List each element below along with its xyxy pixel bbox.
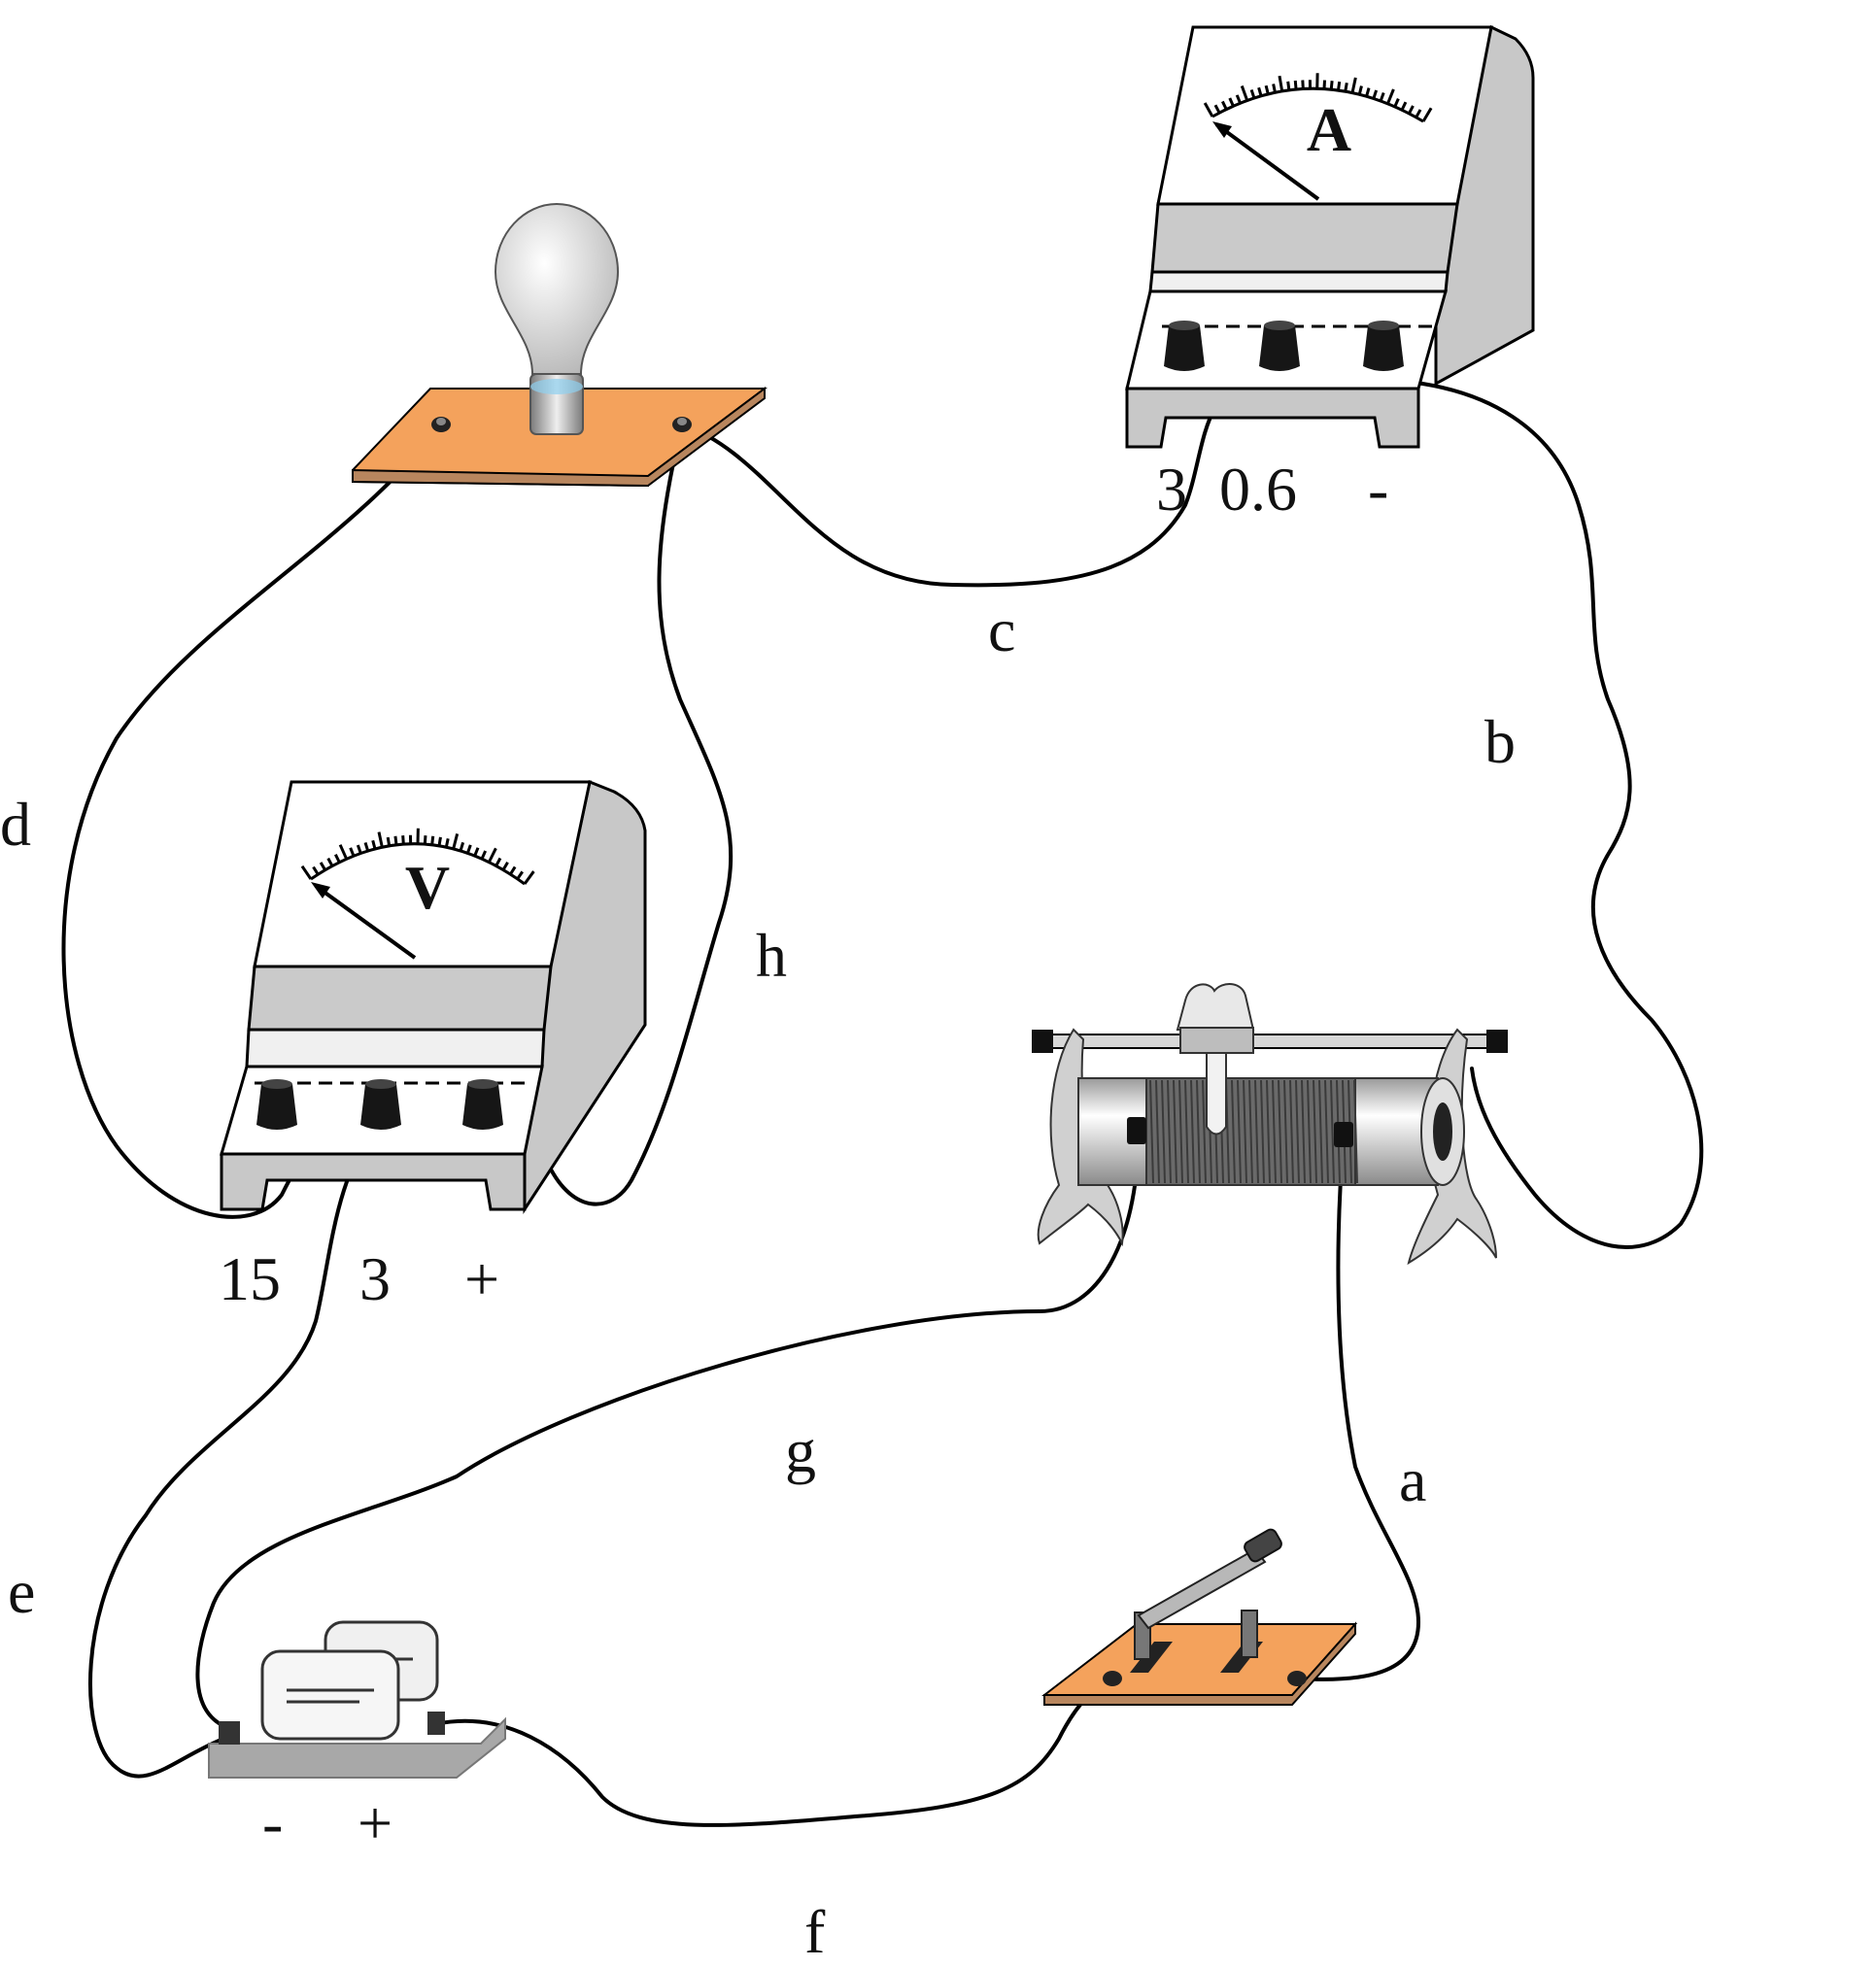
voltmeter-panel [247, 965, 553, 1032]
ammeter-knob-3[interactable] [1164, 321, 1205, 371]
lamp-terminal-right[interactable] [672, 417, 692, 432]
lamp-terminal-left[interactable] [431, 417, 451, 432]
wire-label-g: g [785, 1416, 816, 1485]
switch-lever[interactable] [1137, 1547, 1267, 1630]
wire-label-d: d [0, 790, 31, 859]
battery-terminal-label-plus: + [358, 1788, 392, 1857]
lamp[interactable] [352, 202, 767, 488]
rheostat-slider-block [1179, 1027, 1254, 1054]
wire-label-c: c [988, 595, 1015, 664]
rheostat-tube-hole [1433, 1102, 1452, 1161]
wire-label-b: b [1484, 707, 1516, 776]
voltmeter-needle-tip [311, 882, 330, 899]
voltmeter-knob-15[interactable] [256, 1079, 297, 1130]
switch-lever-handle[interactable] [1243, 1527, 1283, 1563]
voltmeter-terminal-label-3: 3 [359, 1244, 391, 1313]
ammeter-panel [1150, 202, 1459, 274]
rheostat-slider-contact [1206, 1052, 1227, 1136]
ammeter-ledge [1148, 270, 1450, 293]
rheostat-terminal-right[interactable] [1334, 1122, 1353, 1147]
ammeter-terminal-label-3: 3 [1156, 455, 1187, 524]
wire-h[interactable] [513, 423, 733, 1206]
ammeter-terminal-label-0.6: 0.6 [1219, 455, 1297, 524]
wire-label-h: h [756, 921, 787, 990]
bulb-socket [530, 379, 583, 394]
wire-e[interactable] [88, 1125, 383, 1779]
rheostat-slider-grip[interactable] [1176, 983, 1255, 1031]
rheostat[interactable] [1032, 983, 1508, 1266]
ammeter-scale-ticks [1203, 73, 1433, 122]
switch-post-right [1241, 1610, 1258, 1658]
voltmeter-ledge [245, 1028, 546, 1068]
ammeter-symbol: A [1307, 95, 1351, 164]
rheostat-rod-cap-right [1486, 1030, 1508, 1053]
wire-b[interactable] [1397, 379, 1704, 1249]
lamp-board-edge [352, 387, 766, 488]
switch-terminal-left[interactable] [1103, 1671, 1122, 1686]
voltmeter-knob-plus[interactable] [462, 1079, 503, 1130]
ammeter-needle [1214, 122, 1320, 201]
ammeter-knob-0.6[interactable] [1259, 321, 1300, 371]
wire-d[interactable] [61, 423, 443, 1219]
voltmeter-terminal-label-15: 15 [219, 1244, 281, 1313]
voltmeter[interactable]: V 15 3 + [219, 779, 647, 1313]
rheostat-terminal-left[interactable] [1127, 1117, 1146, 1144]
battery-cell-front [260, 1649, 400, 1741]
wire-label-e: e [8, 1557, 35, 1626]
ammeter-base-front [1125, 387, 1420, 449]
wire-g[interactable] [195, 1135, 1141, 1731]
rheostat-coil-windings [1149, 1079, 1358, 1184]
voltmeter-knob-3[interactable] [360, 1079, 401, 1130]
battery-terminal-minus[interactable] [219, 1721, 240, 1745]
ammeter-knob-minus[interactable] [1363, 321, 1404, 371]
voltmeter-scale-ticks [300, 828, 535, 885]
switch-terminal-right[interactable] [1287, 1671, 1307, 1686]
battery[interactable]: - + [208, 1620, 506, 1857]
ammeter-terminal-label-minus: - [1368, 455, 1388, 524]
wire-labels: a b c d e f g h [0, 595, 1516, 1966]
ammeter-needle-tip [1212, 121, 1232, 138]
switch[interactable] [1041, 1527, 1358, 1706]
voltmeter-terminal-label-plus: + [464, 1244, 499, 1313]
rheostat-rod-cap-left [1032, 1030, 1053, 1053]
switch-board-edge [1043, 1621, 1356, 1706]
voltmeter-base-front [220, 1152, 527, 1211]
battery-base [208, 1716, 506, 1779]
battery-terminal-label-minus: - [262, 1788, 283, 1857]
voltmeter-needle [314, 884, 417, 960]
wire-c[interactable] [680, 379, 1260, 588]
wire-f[interactable] [433, 1679, 1114, 1827]
bulb-glass [494, 202, 620, 375]
wires [61, 379, 1704, 1827]
voltmeter-symbol: V [405, 853, 450, 922]
rheostat-slider[interactable] [1176, 983, 1255, 1136]
wire-label-f: f [804, 1897, 826, 1966]
ammeter-side [1434, 24, 1535, 387]
wire-a[interactable] [1295, 1135, 1420, 1681]
rheostat-rod [1048, 1034, 1497, 1049]
wire-label-a: a [1399, 1445, 1426, 1514]
battery-terminal-plus[interactable] [427, 1712, 445, 1735]
ammeter[interactable]: A 3 0.6 - [1125, 24, 1535, 524]
